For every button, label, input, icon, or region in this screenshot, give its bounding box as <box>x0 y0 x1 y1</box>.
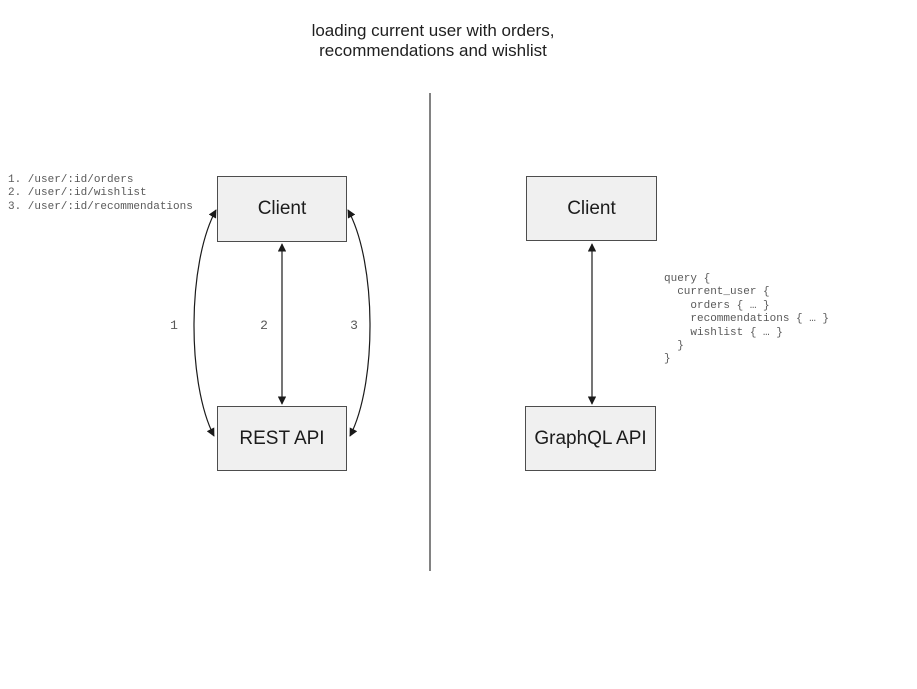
graphql-api-box: GraphQL API <box>525 406 656 471</box>
endpoint-item-recommendations: 3. /user/:id/recommendations <box>8 200 193 213</box>
rest-client-box: Client <box>217 176 347 242</box>
slide-title-line2: recommendations and wishlist <box>319 41 547 60</box>
slide-title: loading current user with orders, recomm… <box>150 21 716 61</box>
query-line: query { <box>664 273 711 285</box>
slide-title-line1: loading current user with orders, <box>311 21 555 40</box>
graphql-client-box: Client <box>526 176 657 241</box>
query-line: current_user { <box>664 286 770 299</box>
endpoint-item-wishlist: 2. /user/:id/wishlist <box>8 187 147 200</box>
arrow-label-2: 2 <box>260 318 268 333</box>
endpoint-list: 1. /user/:id/orders 2. /user/:id/wishlis… <box>8 174 193 214</box>
arrow-1-orders <box>193 209 217 437</box>
query-line: } <box>664 353 671 366</box>
graphql-query-snippet: query { current_user { orders { … } reco… <box>664 273 829 367</box>
graphql-api-box-label: GraphQL API <box>534 427 647 449</box>
arrow-label-1: 1 <box>170 318 178 333</box>
query-line: orders { … } <box>664 299 770 312</box>
endpoint-item-orders: 1. /user/:id/orders <box>8 174 134 186</box>
arrow-label-3: 3 <box>350 318 358 333</box>
arrow-3-recommendations <box>347 209 371 437</box>
rest-api-box: REST API <box>217 406 347 471</box>
query-line: } <box>664 340 684 353</box>
query-line: wishlist { … } <box>664 326 783 339</box>
query-line: recommendations { … } <box>664 313 830 326</box>
rest-client-box-label: Client <box>257 198 307 219</box>
rest-api-box-label: REST API <box>239 427 325 449</box>
graphql-client-box-label: Client <box>567 197 616 219</box>
